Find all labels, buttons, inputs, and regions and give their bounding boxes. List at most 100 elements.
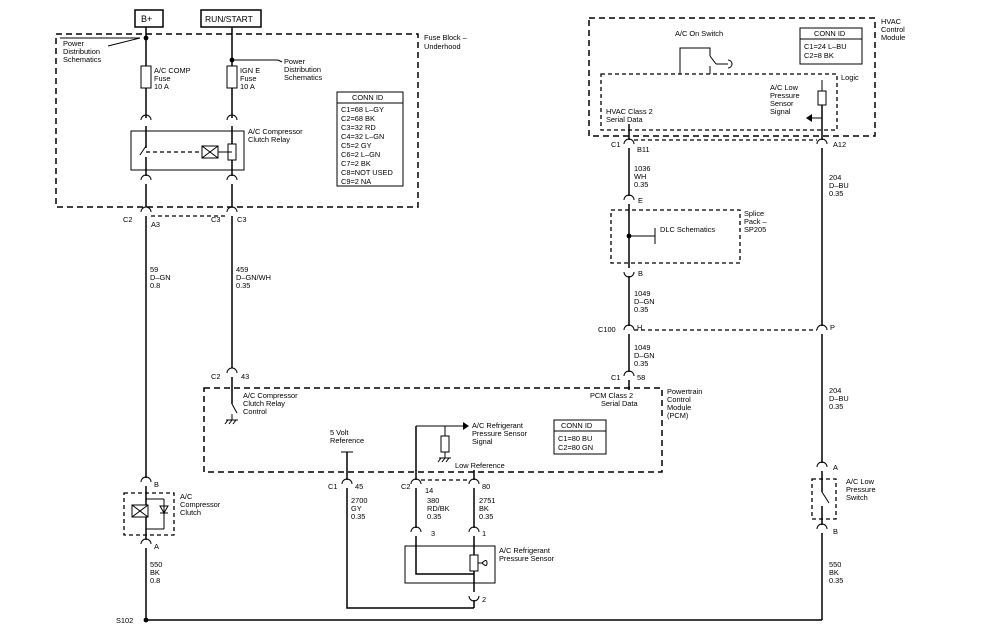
wire-2700-gauge: 0.35 [351,512,365,521]
low-pressure-switch: A B A/C Low Pressure Switch [811,461,876,536]
pcm-relay-ctrl-2: Clutch Relay [243,399,285,408]
clutch-relay: A/C Compressor Clutch Relay [130,114,303,207]
wire-59-gauge: 0.8 [150,281,160,290]
pcm-title-1: Powertrain [667,387,702,396]
fb-conn-row: C6=2 L–GN [341,150,380,159]
pcm-outline [203,387,663,473]
hvac-sensor-2: Pressure [770,91,800,100]
lps-label-2: Pressure [846,485,876,494]
rps-label-1: A/C Refrigerant [499,546,550,555]
pcm-sig-2: Pressure Sensor [472,429,528,438]
pcm-conn-id: CONN ID C1=80 BU C2=80 GN [553,419,607,455]
wire-550b-gauge: 0.35 [829,576,843,585]
conn-a3: A3 [151,220,160,229]
hvac-module: HVAC Control Module A/C On Switch Logic … [588,17,905,140]
relay-label-2: Clutch Relay [248,135,290,144]
lps-label-1: A/C Low [846,477,875,486]
wire-1049b-color: D–GN [634,351,655,360]
fuse-block-outline [55,33,419,208]
fb-conn-row: C5=2 GY [341,141,372,150]
conn-c1-pcm: C1 [611,373,620,382]
hvac-logic-box [600,73,838,131]
wire-59-color: D–GN [150,273,171,282]
fuse1-label-2: Fuse [154,74,170,83]
conn-58: 58 [637,373,645,382]
lps-conn-b: B [833,527,838,536]
fuse-block-connectors: C2 A3 C3 C3 [123,206,246,229]
pcm-title-3: Module [667,403,691,412]
wire-550a-num: 550 [150,560,162,569]
lps-conn-a: A [833,463,838,472]
pds-left-2: Distribution [63,47,100,56]
splice-dlc: DLC Schematics [660,225,715,234]
fb-conn-title: CONN ID [352,93,383,102]
rps-pin-1: 1 [482,529,486,538]
ground-s102: S102 [116,616,822,625]
fuse-igne [226,65,238,89]
hvac-sensor-3: Sensor [770,99,794,108]
fuse-block-title-2: Underhood [424,42,461,51]
fuse1-label-1: A/C COMP [154,66,191,75]
fuse1-label-3: 10 A [154,82,169,91]
fuse-block-title-1: Fuse Block – [424,33,468,42]
hvac-outline [588,17,876,137]
pcm-sig-1: A/C Refrigerant [472,421,523,430]
wire-550b-color: BK [829,568,839,577]
fuse2-label-3: 10 A [240,82,255,91]
conn-43: 43 [241,372,249,381]
hvac-title-2: Control [881,25,905,34]
hvac-connectors: C1 B11 A12 [611,138,846,154]
pcm-class2-1: PCM Class 2 [590,391,633,400]
wire-2751-num: 2751 [479,496,495,505]
wire-1049a-num: 1049 [634,289,650,298]
wire-550a-gauge: 0.8 [150,576,160,585]
wire-1049b-num: 1049 [634,343,650,352]
conn-14: 14 [425,486,433,495]
pds-right-2: Distribution [284,65,321,74]
pcm-ref-2: Reference [330,436,364,445]
c100-h: H [637,323,642,332]
wire-204a-gauge: 0.35 [829,189,843,198]
pds-left-3: Schematics [63,55,102,64]
wire-1049b-gauge: 0.35 [634,359,648,368]
relay-label-1: A/C Compressor [248,127,303,136]
fb-conn-row: C7=2 BK [341,159,371,168]
hvac-logic: Logic [841,73,859,82]
runstart-label: RUN/START [205,14,253,24]
rps-label-2: Pressure Sensor [499,554,555,563]
conn-80: 80 [482,482,490,491]
wire-550a-color: BK [150,568,160,577]
connector-c100: C100 H P [598,323,835,334]
wire-459-gauge: 0.35 [236,281,250,290]
pcm-class2-2: Serial Data [601,399,638,408]
wire-1049a-color: D–GN [634,297,655,306]
fb-conn-row: C2=68 BK [341,114,375,123]
pcm-sig-3: Signal [472,437,493,446]
pcm-title-4: (PCM) [667,411,688,420]
pcm-relay-ctrl-3: Control [243,407,267,416]
clutch-label-2: Compressor [180,500,221,509]
conn-c2: C2 [123,215,132,224]
runstart-source: RUN/START [200,9,262,28]
hvac-sensor-1: A/C Low [770,83,799,92]
fuse-block-conn-id: CONN ID C1=68 L–GY C2=68 BK C3=32 RD C4=… [336,91,404,187]
fb-conn-row: C9=2 NA [341,177,371,186]
clutch-label-1: A/C [180,492,193,501]
pcm-relay-ctrl-1: A/C Compressor [243,391,298,400]
splice-title-1: Splice [744,209,764,218]
hvac-class2-1: HVAC Class 2 [606,107,653,116]
pcm-module: Powertrain Control Module (PCM) C2 43 A/… [203,367,702,480]
wire-2700 [346,488,474,609]
pds-right-3: Schematics [284,73,323,82]
pcm-conn-row: C1=80 BU [558,434,592,443]
rps-pin-2: 2 [482,595,486,604]
pcm-bottom-connectors: C1 45 C2 14 80 [328,478,490,495]
clutch-conn-b: B [154,480,159,489]
pcm-ref-1: 5 Volt [330,428,349,437]
conn-c2-pcm: C2 [211,372,220,381]
fuse2-label-2: Fuse [240,74,256,83]
wire-2751-color: BK [479,504,489,513]
wire-2751-gauge: 0.35 [479,512,493,521]
pcm-conn-title: CONN ID [561,421,592,430]
splice-pack-sp205: E DLC Schematics B Splice Pack – SP205 [610,194,767,278]
